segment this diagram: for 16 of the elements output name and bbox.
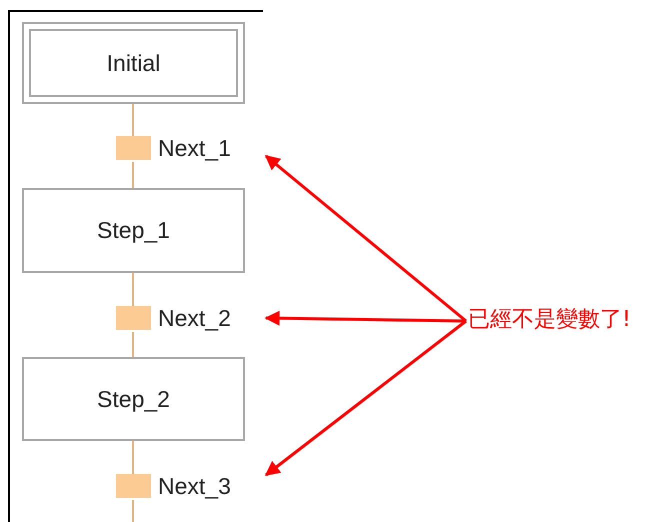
transition-label: Next_3 [158, 472, 231, 500]
connector-line [132, 273, 134, 306]
arrow [264, 310, 466, 326]
connector-line [132, 104, 134, 136]
step-box: Step_2 [22, 357, 245, 441]
connector-line [132, 162, 134, 188]
connector-line [132, 441, 134, 474]
arrow [264, 320, 467, 476]
transition-label: Next_1 [158, 134, 231, 162]
arrow [264, 154, 467, 322]
transition-label: Next_2 [158, 304, 231, 332]
connector-line [132, 500, 134, 522]
step-box: Step_1 [22, 188, 245, 273]
callout-text: 已經不是變數了! [468, 306, 638, 334]
initial-step-box: Initial [22, 22, 245, 104]
connector-line [132, 332, 134, 357]
